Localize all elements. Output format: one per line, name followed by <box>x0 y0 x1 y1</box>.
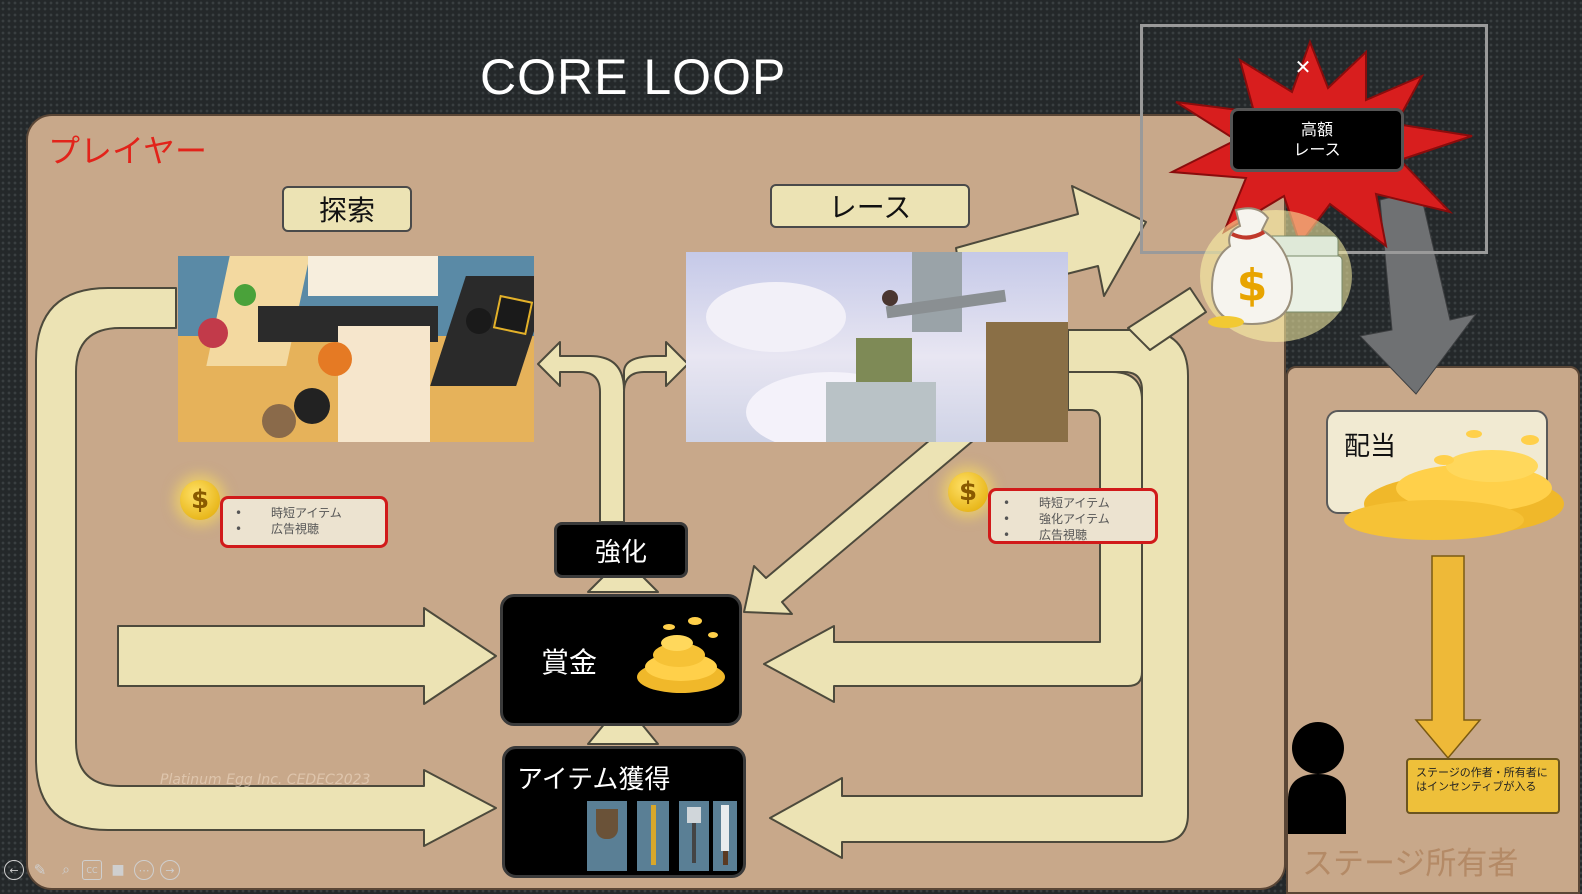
character <box>294 388 330 424</box>
upgrade-label: 強化 <box>594 537 647 568</box>
pen-icon[interactable]: ✎ <box>33 861 47 879</box>
watermark: Platinum Egg Inc. CEDEC2023 <box>160 772 371 788</box>
next-icon[interactable]: → <box>160 860 180 880</box>
mystery-dice <box>492 294 534 336</box>
arrow-race-loop-outer <box>769 329 1189 859</box>
high-stakes-line2: レース <box>1293 140 1341 159</box>
coin-symbol: $ <box>958 477 978 507</box>
coin-icon: $ <box>180 480 220 520</box>
coin-symbol: $ <box>190 485 210 515</box>
presentation-toolbar: ← ✎ ⌕ CC ■ ⋯ → <box>4 860 180 880</box>
staff-icon <box>637 801 669 871</box>
item-acquire-box: アイテム獲得 <box>502 746 746 878</box>
item-acquire-label: アイテム獲得 <box>517 765 671 795</box>
character <box>882 290 898 306</box>
explore-monetization-item: 時短アイテム <box>271 506 342 520</box>
platform <box>986 322 1068 442</box>
arrow-race-to-prize <box>743 439 975 615</box>
race-screenshot <box>686 252 1068 442</box>
slide-title: CORE LOOP <box>480 49 787 105</box>
owner-label: ステージ所有者 <box>1302 846 1519 882</box>
arrow-moneybag-link <box>1127 287 1207 351</box>
cloud <box>706 282 846 352</box>
race-monetization-note: •時短アイテム •強化アイテム •広告視聴 <box>988 488 1158 544</box>
money-bag-symbol: $ <box>1237 260 1268 311</box>
arrow-dividend-to-incentive <box>1414 555 1482 760</box>
arrow-explore-loop-outer <box>35 287 497 847</box>
race-monetization-item: 時短アイテム <box>1039 496 1110 510</box>
camera-icon[interactable]: ■ <box>111 862 125 878</box>
maze-wall <box>308 256 438 296</box>
platform <box>826 382 936 442</box>
previous-icon[interactable]: ← <box>4 860 24 880</box>
player-label: プレイヤー <box>48 132 208 170</box>
captions-icon[interactable]: CC <box>82 860 102 880</box>
explore-monetization-note: •時短アイテム •広告視聴 <box>220 496 388 548</box>
coin-pile-icon <box>637 617 725 693</box>
high-stakes-line1: 高額 <box>1300 120 1333 139</box>
arrow-upgrade-branches <box>537 341 689 523</box>
prize-box: 賞金 <box>500 594 742 726</box>
incentive-note: ステージの作者・所有者にはインセンティブが入る <box>1406 758 1560 814</box>
arrow-race-loop-inner <box>763 371 1143 703</box>
dividend-label: 配当 <box>1344 432 1397 462</box>
maze-wall <box>338 326 430 442</box>
dagger-icon <box>713 801 737 871</box>
race-label: レース <box>770 184 970 228</box>
explore-screenshot <box>178 256 534 442</box>
axe-icon <box>679 801 709 871</box>
prize-label: 賞金 <box>541 646 598 679</box>
coin-pile-icon <box>1344 430 1564 540</box>
close-icon[interactable]: ✕ <box>1294 55 1312 79</box>
tower <box>912 252 962 332</box>
high-stakes-race-box: 高額 レース <box>1230 108 1404 172</box>
shield-icon <box>587 801 627 871</box>
character <box>198 318 228 348</box>
character <box>262 404 296 438</box>
coin-icon: $ <box>948 472 988 512</box>
person-icon <box>1288 722 1346 834</box>
explore-label: 探索 <box>282 186 412 232</box>
race-monetization-item: 広告視聴 <box>1039 528 1088 542</box>
money-bag-icon: $ <box>1200 207 1352 342</box>
race-monetization-item: 強化アイテム <box>1039 512 1110 526</box>
arrow-to-dividend <box>1358 189 1478 395</box>
character <box>466 308 492 334</box>
character <box>234 284 256 306</box>
character <box>318 342 352 376</box>
zoom-icon[interactable]: ⌕ <box>62 862 70 878</box>
arrow-to-prize-left <box>117 607 497 705</box>
upgrade-box: 強化 <box>554 522 688 578</box>
explore-monetization-item: 広告視聴 <box>271 522 320 536</box>
more-icon[interactable]: ⋯ <box>134 860 154 880</box>
